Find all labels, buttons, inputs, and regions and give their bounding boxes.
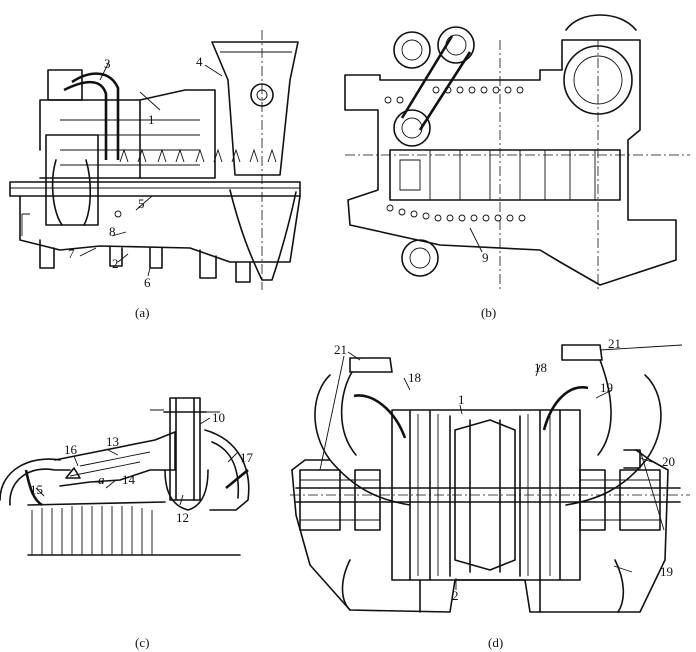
label-a-3: 3 xyxy=(104,56,111,71)
caption-b: (b) xyxy=(481,305,496,320)
panel-d-labels: 1 2 18 18 19 19 20 21 21 (d) xyxy=(334,336,675,650)
hole-row-top xyxy=(384,86,524,104)
label-d-18-right: 18 xyxy=(534,360,547,375)
label-c-13: 13 xyxy=(106,434,119,449)
label-a-6: 6 xyxy=(144,275,151,290)
label-c-16: 16 xyxy=(64,442,78,457)
label-c-15: 15 xyxy=(30,482,43,497)
label-d-2: 2 xyxy=(452,588,459,603)
label-d-1: 1 xyxy=(458,392,465,407)
label-d-18-left: 18 xyxy=(408,370,421,385)
label-a-5: 5 xyxy=(138,196,145,211)
label-d-19-lower: 19 xyxy=(660,564,673,579)
label-c-12: 12 xyxy=(176,510,189,525)
label-d-21-left: 21 xyxy=(334,342,347,357)
label-d-21-right: 21 xyxy=(608,336,621,351)
label-d-19-upper: 19 xyxy=(600,380,613,395)
label-d-20: 20 xyxy=(662,454,675,469)
label-a-1: 1 xyxy=(148,112,155,127)
label-c-10: 10 xyxy=(212,410,225,425)
panel-c-labels: 10 12 13 14 15 16 17 a (c) xyxy=(30,410,254,650)
panel-c-drawing xyxy=(0,397,250,556)
label-c-14: 14 xyxy=(122,472,136,487)
panel-a-labels: 1 2 3 4 5 6 7 8 (a) xyxy=(68,54,203,320)
label-c-17: 17 xyxy=(240,450,254,465)
panel-b-drawing xyxy=(344,14,690,290)
label-a-2: 2 xyxy=(112,256,119,271)
label-a-8: 8 xyxy=(109,224,116,239)
caption-d: (d) xyxy=(488,635,503,650)
panel-d-drawing xyxy=(290,344,690,613)
hole-row-bottom xyxy=(386,204,526,222)
panel-a-drawing xyxy=(9,30,301,290)
label-a-4: 4 xyxy=(196,54,203,69)
caption-a: (a) xyxy=(135,305,149,320)
label-b-9: 9 xyxy=(482,250,489,265)
panel-b-labels: 9 (b) xyxy=(481,250,496,320)
caption-c: (c) xyxy=(135,635,149,650)
label-c-a: a xyxy=(98,472,105,487)
label-a-7: 7 xyxy=(68,246,75,261)
